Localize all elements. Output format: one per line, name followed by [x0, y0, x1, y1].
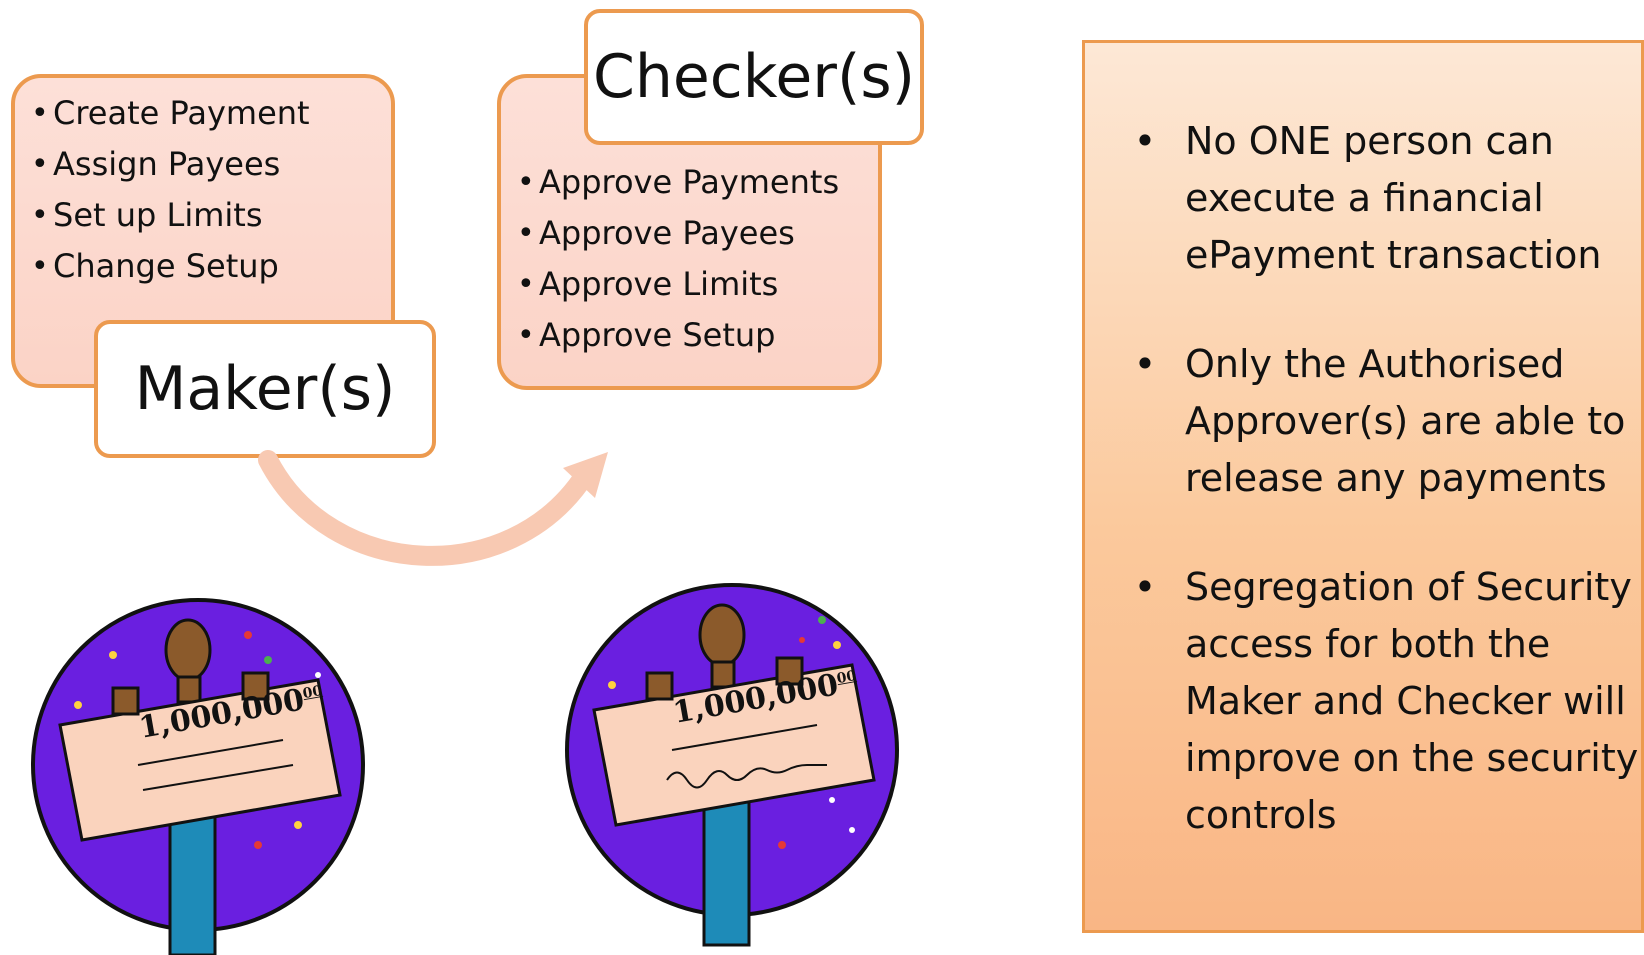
person-with-signed-cheque-icon	[565, 583, 899, 947]
checker-item-list: •Approve Payments •Approve Payees •Appro…	[517, 157, 839, 361]
checker-item-label: Approve Payees	[539, 214, 795, 252]
checker-item-label: Approve Setup	[539, 316, 776, 354]
person-with-cheque-icon	[31, 598, 365, 955]
curved-arrow-icon	[258, 450, 608, 566]
maker-item-label: Change Setup	[53, 247, 279, 285]
summary-bullet-text: Segregation of Security access for both …	[1185, 565, 1639, 837]
summary-bullet: •Segregation of Security access for both…	[1105, 559, 1640, 844]
checker-item: •Approve Payees	[517, 208, 839, 259]
maker-item: •Change Setup	[31, 241, 310, 292]
summary-bullet: •No ONE person can execute a financial e…	[1105, 113, 1640, 284]
checker-item: •Approve Limits	[517, 259, 839, 310]
maker-item-list: •Create Payment •Assign Payees •Set up L…	[31, 88, 310, 292]
maker-item: •Create Payment	[31, 88, 310, 139]
checker-item: •Approve Payments	[517, 157, 839, 208]
summary-bullet-list: •No ONE person can execute a financial e…	[1105, 113, 1640, 896]
summary-bullet-text: No ONE person can execute a financial eP…	[1185, 119, 1602, 277]
maker-item: •Set up Limits	[31, 190, 310, 241]
cheque-amount-cents: 00	[301, 683, 324, 703]
checker-item-label: Approve Limits	[539, 265, 779, 303]
checker-item-label: Approve Payments	[539, 163, 840, 201]
checker-illustration: 1,000,00000	[552, 580, 912, 950]
maker-label: Maker(s)	[94, 320, 436, 458]
checker-item: •Approve Setup	[517, 310, 839, 361]
checker-label: Checker(s)	[584, 9, 924, 145]
cheque-amount-cents: 00	[835, 668, 858, 688]
maker-panel: •Create Payment •Assign Payees •Set up L…	[11, 74, 395, 388]
maker-item: •Assign Payees	[31, 139, 310, 190]
maker-item-label: Set up Limits	[53, 196, 263, 234]
summary-bullet: •Only the Authorised Approver(s) are abl…	[1105, 336, 1640, 507]
summary-panel: •No ONE person can execute a financial e…	[1082, 40, 1644, 933]
maker-item-label: Create Payment	[53, 94, 310, 132]
maker-item-label: Assign Payees	[53, 145, 281, 183]
summary-bullet-text: Only the Authorised Approver(s) are able…	[1185, 342, 1626, 500]
maker-illustration: 1,000,00000	[18, 595, 378, 955]
